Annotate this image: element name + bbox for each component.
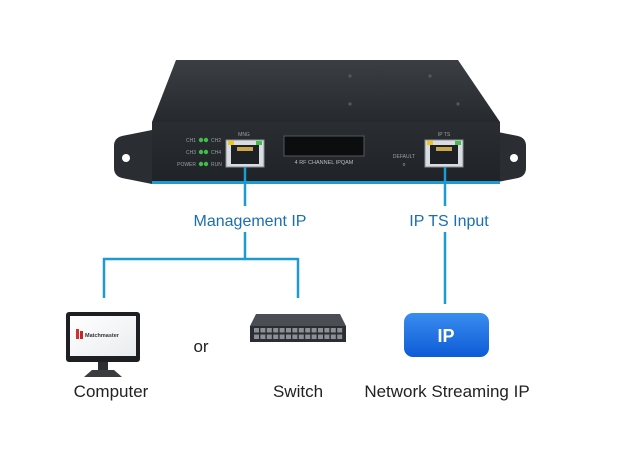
- led-label: CH2: [211, 138, 221, 144]
- switch-port: [305, 334, 311, 339]
- management-ip-label: Management IP: [194, 213, 307, 230]
- mgmt-port-label: MNG: [238, 132, 250, 138]
- computer-icon: Matchmaster: [66, 312, 140, 377]
- switch-port: [260, 328, 266, 333]
- device-panel-label: 4 RF CHANNEL IPQAM: [295, 160, 354, 166]
- led-indicator: [203, 149, 209, 155]
- switch-port: [337, 328, 343, 333]
- switch-port: [324, 334, 330, 339]
- switch-label: Switch: [273, 382, 323, 401]
- switch-port: [273, 334, 279, 339]
- switch-port: [337, 334, 343, 339]
- led-indicator: [198, 149, 204, 155]
- device-top: [152, 60, 500, 122]
- switch-port: [330, 334, 336, 339]
- default-label: DEFAULT: [393, 154, 415, 160]
- switch-port: [311, 334, 317, 339]
- led-label: CH3: [186, 150, 196, 156]
- switch-port: [286, 334, 291, 339]
- led-label: CH4: [211, 150, 221, 156]
- mgmt-ethernet-port: [225, 139, 265, 168]
- ip-badge-text: IP: [437, 326, 454, 346]
- switch-port: [292, 334, 298, 339]
- ip-ts-input-label: IP TS Input: [409, 213, 489, 230]
- ear-hole-left: [122, 154, 130, 162]
- switch-port: [298, 328, 304, 333]
- ts-ethernet-port: [424, 139, 464, 168]
- switch-ports: [254, 328, 343, 339]
- switch-port: [311, 328, 317, 333]
- switch-port: [318, 328, 323, 333]
- switch-icon: [250, 314, 346, 342]
- device-front-stripe: [152, 181, 500, 184]
- display-window: [283, 135, 365, 157]
- mounting-ear-left: [114, 130, 152, 184]
- switch-port: [286, 328, 291, 333]
- ip-source-icon: IP: [404, 313, 489, 357]
- led-panel: CH1 CH2 CH3 CH4 POWER RUN: [177, 137, 222, 168]
- switch-port: [254, 328, 259, 333]
- switch-port: [324, 328, 330, 333]
- ipqam-device: CH1 CH2 CH3 CH4 POWER RUN MNG 4 RF CHANN…: [114, 60, 526, 184]
- switch-port: [279, 328, 285, 333]
- switch-port: [266, 334, 272, 339]
- switch-port: [298, 334, 304, 339]
- switch-port: [260, 334, 266, 339]
- connection-lines: [102, 167, 447, 304]
- switch-port: [273, 328, 279, 333]
- switch-port: [254, 334, 259, 339]
- led-indicator: [198, 161, 204, 167]
- network-streaming-ip-label: Network Streaming IP: [364, 382, 529, 401]
- switch-port: [266, 328, 272, 333]
- switch-port: [318, 334, 323, 339]
- computer-label: Computer: [74, 382, 149, 401]
- switch-port: [279, 334, 285, 339]
- or-label: or: [193, 337, 208, 356]
- led-label: POWER: [177, 162, 196, 168]
- switch-port: [292, 328, 298, 333]
- ear-hole-right: [510, 154, 518, 162]
- ts-port-label: IP TS: [438, 132, 451, 138]
- led-indicator: [198, 137, 204, 143]
- monitor-brand: Matchmaster: [85, 333, 120, 339]
- led-indicator: [203, 137, 209, 143]
- default-sub-label: o: [403, 162, 406, 168]
- led-label: RUN: [211, 162, 222, 168]
- led-label: CH1: [186, 138, 196, 144]
- switch-port: [330, 328, 336, 333]
- led-indicator: [203, 161, 209, 167]
- monitor-logo-icon: [76, 329, 83, 339]
- switch-port: [305, 328, 311, 333]
